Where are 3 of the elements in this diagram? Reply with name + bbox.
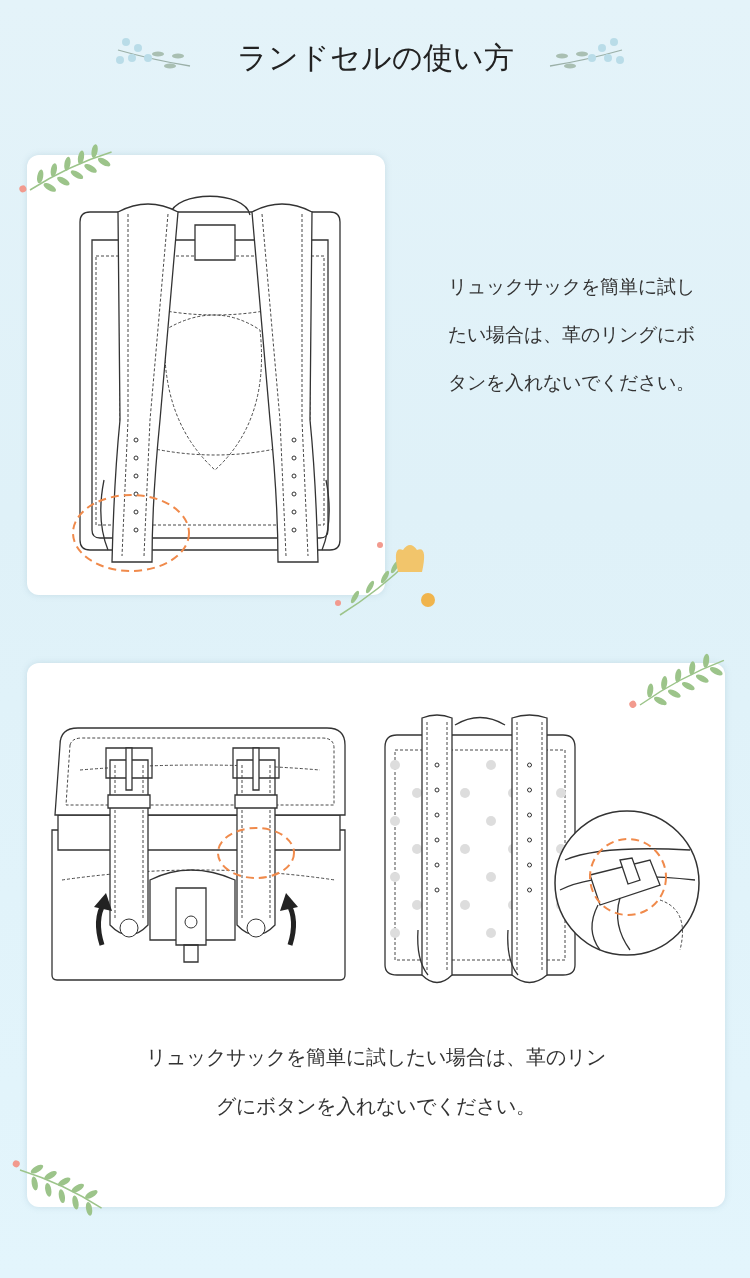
page-title: ランドセルの使い方: [235, 39, 515, 77]
instruction-text: リュックサックを簡単に試したい場合は、革のリングにボタンを入れないでください。: [145, 1044, 607, 1120]
instruction-text: リュックサックを簡単に試したい場合は、革のリングにボタンを入れないでください。: [446, 274, 696, 395]
